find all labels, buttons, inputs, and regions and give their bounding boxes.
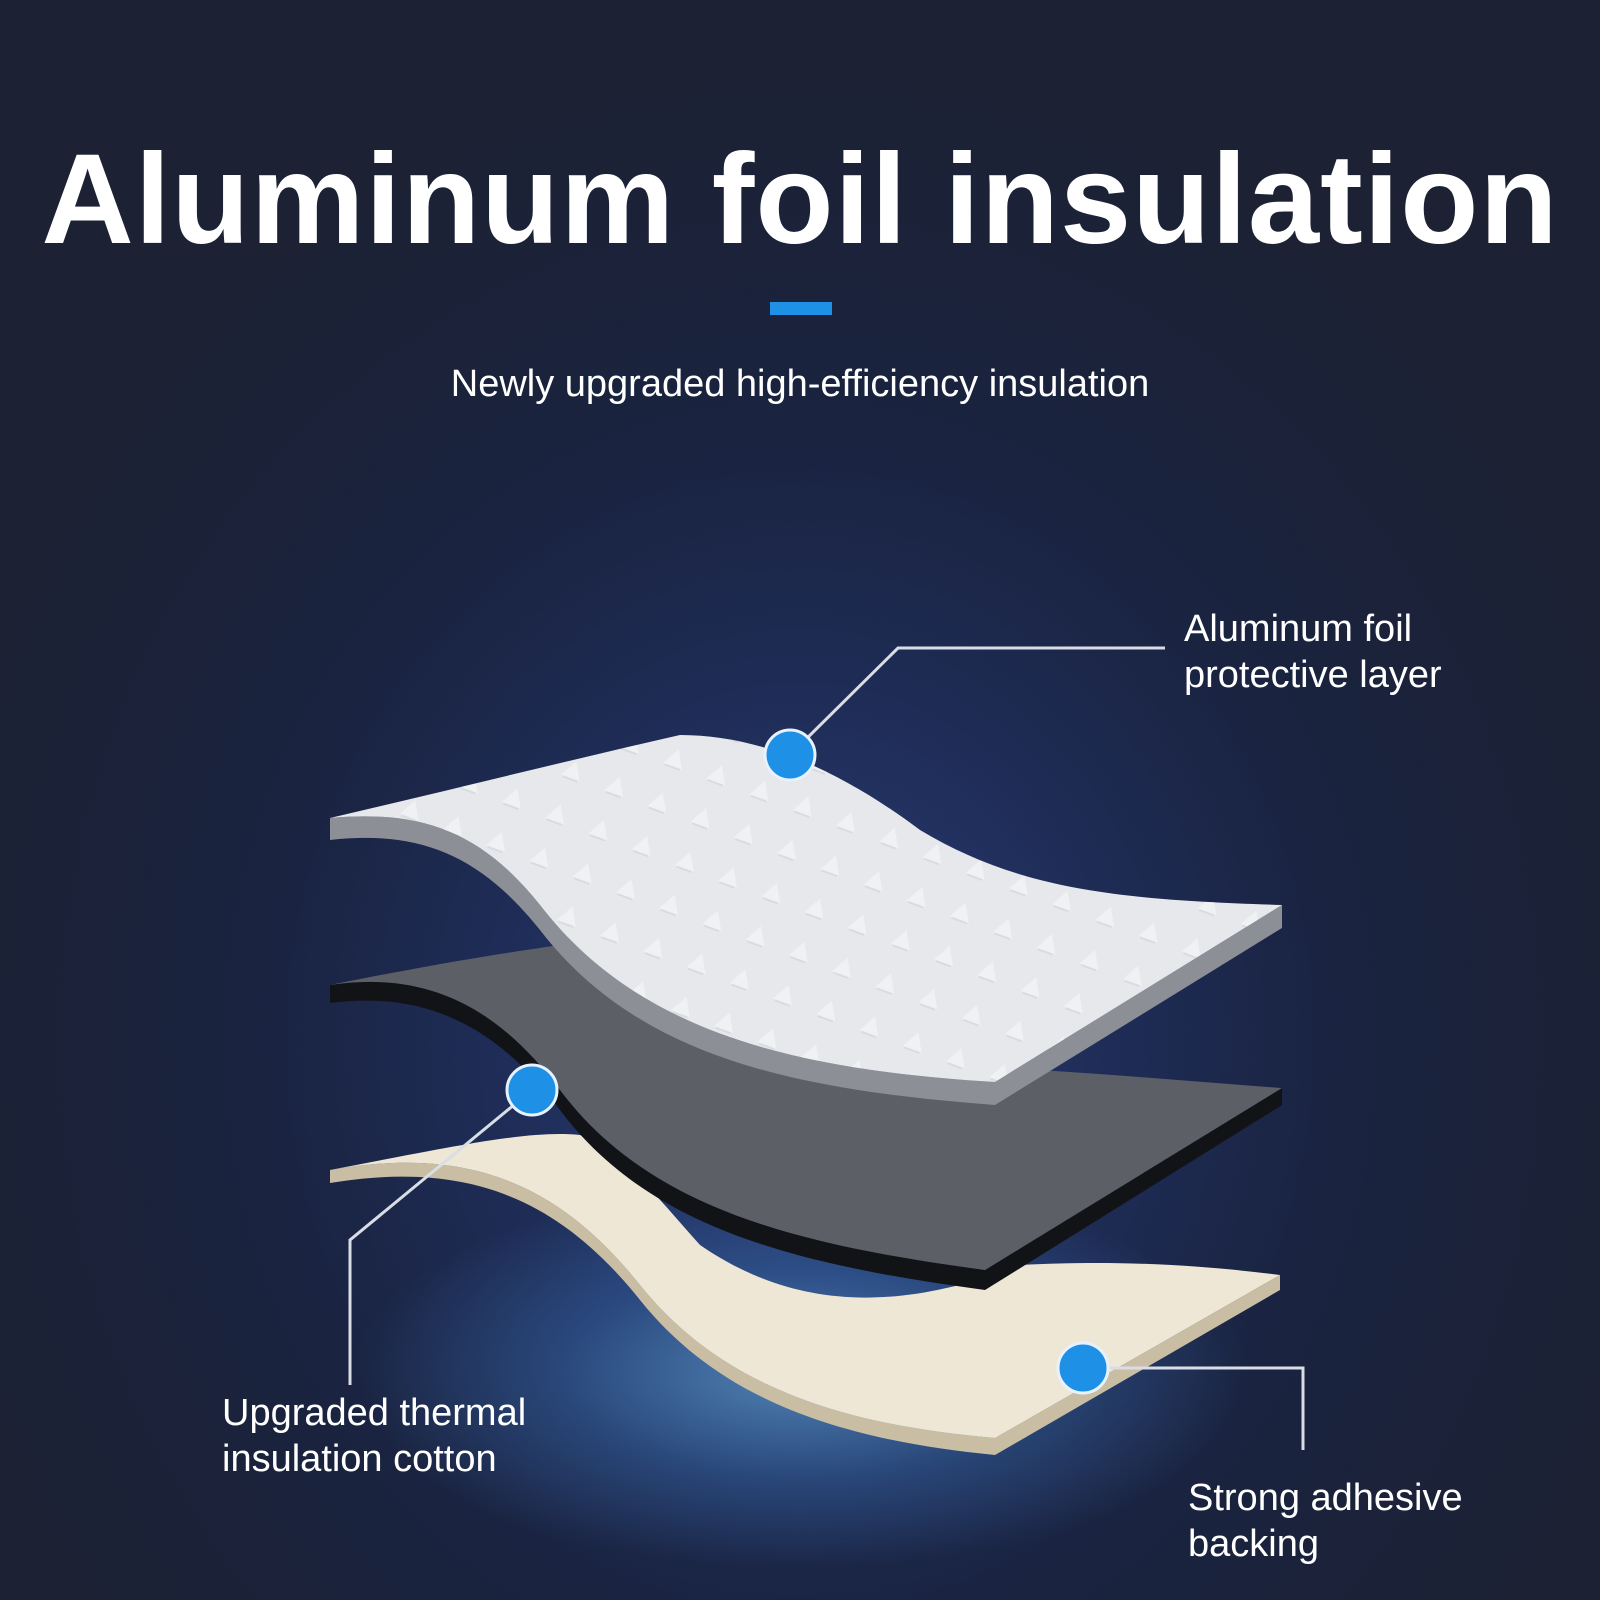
cotton-marker-dot [505, 1063, 559, 1117]
foil-marker-dot [763, 728, 817, 782]
foil-layer [330, 735, 1282, 1105]
foil-label-line-2: protective layer [1184, 654, 1442, 696]
adhesive-label-line-2: backing [1188, 1523, 1319, 1565]
page-subtitle: Newly upgraded high-efficiency insulatio… [450, 363, 1150, 405]
foil-label-line-1: Aluminum foil [1184, 608, 1413, 650]
cotton-label-line-2: insulation cotton [222, 1438, 497, 1480]
page-title: Aluminum foil insulation [41, 128, 1559, 271]
foil-layer-label: Aluminum foil protective layer [1184, 606, 1442, 698]
cotton-label-line-1: Upgraded thermal [222, 1392, 527, 1434]
foil-layer-edge [330, 816, 1282, 1105]
adhesive-layer [330, 1134, 1280, 1455]
cotton-callout-line [348, 1088, 533, 1385]
adhesive-label-line-1: Strong adhesive [1188, 1477, 1463, 1519]
cotton-layer [330, 945, 1282, 1290]
adhesive-callout-line [1083, 1366, 1305, 1450]
adhesive-layer-top [330, 1134, 1280, 1438]
cotton-layer-label: Upgraded thermal insulation cotton [222, 1390, 526, 1482]
adhesive-layer-label: Strong adhesive backing [1188, 1475, 1463, 1567]
adhesive-marker-dot [1056, 1341, 1110, 1395]
cotton-layer-top [330, 945, 1282, 1270]
accent-bar [770, 302, 832, 315]
foil-layer-texture [330, 735, 1282, 1082]
foil-callout-line [788, 646, 1165, 757]
